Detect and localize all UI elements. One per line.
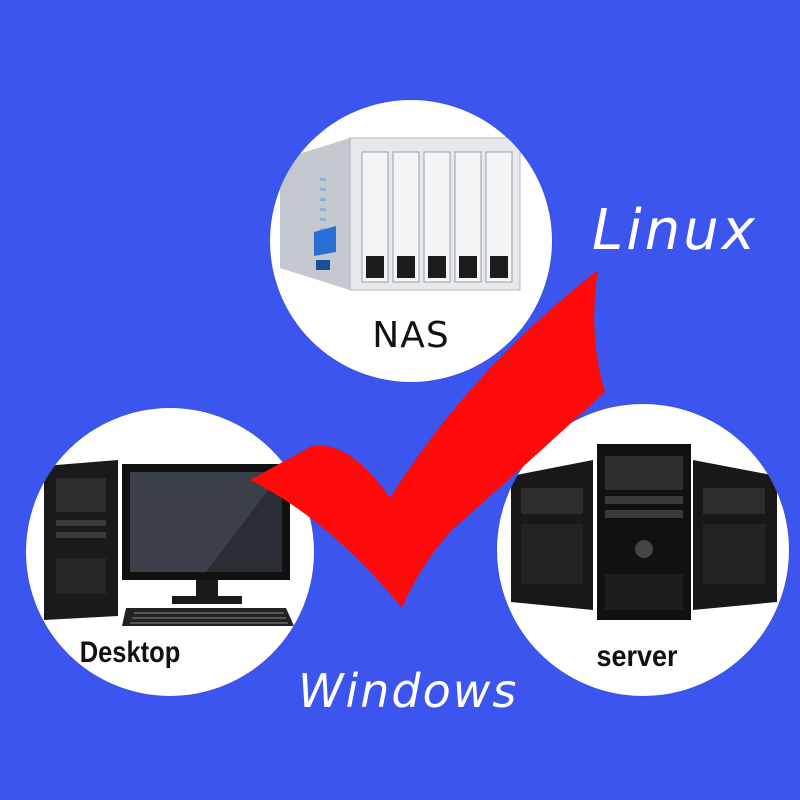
windows-label: Windows: [298, 664, 519, 718]
nas-device-icon: [280, 137, 521, 291]
server-circle: server: [497, 404, 789, 696]
linux-label: Linux: [592, 198, 758, 263]
desktop-label: Desktop: [79, 636, 181, 669]
server-label: server: [596, 640, 678, 673]
tower-server-icon: [511, 444, 777, 620]
nas-circle: NAS: [270, 100, 552, 382]
nas-label: NAS: [372, 315, 450, 356]
